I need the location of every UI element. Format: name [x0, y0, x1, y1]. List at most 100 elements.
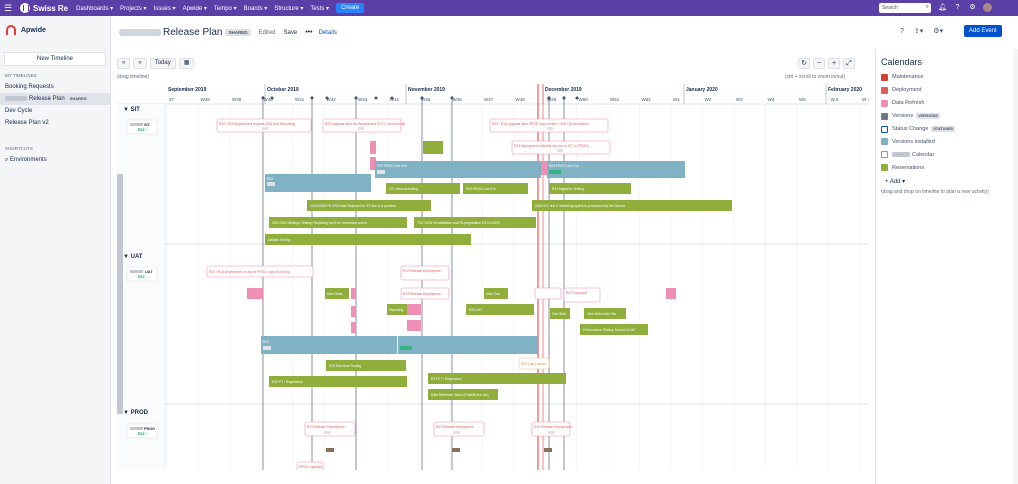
timeline-svg[interactable]: September 2019 October 2019 November 201… [117, 84, 869, 470]
timeline-grid[interactable]: September 2019 October 2019 November 201… [117, 84, 869, 470]
env-card-prod[interactable]: PROD R22 [126, 423, 158, 439]
reservation-event[interactable] [387, 304, 407, 315]
version-installed-event[interactable] [261, 336, 397, 354]
deployment-event[interactable] [216, 118, 312, 133]
data-refresh-event[interactable] [351, 288, 356, 299]
data-refresh-event[interactable] [540, 161, 548, 175]
data-refresh-event[interactable] [407, 304, 421, 315]
previous-button[interactable]: « [117, 58, 131, 69]
version-installed-event[interactable] [375, 161, 541, 178]
calendar-redacted[interactable]: Calendar [881, 148, 1013, 161]
deployment-event[interactable] [531, 421, 571, 437]
nav-tempo[interactable]: Tempo ▾ [213, 5, 237, 12]
deployment-event[interactable] [322, 118, 402, 133]
reservation-event[interactable] [269, 217, 407, 228]
reservation-event[interactable] [584, 308, 626, 319]
env-card-sit[interactable]: SIT R22 [126, 119, 158, 135]
data-refresh-event[interactable] [351, 322, 356, 333]
deployment-event[interactable] [433, 421, 485, 437]
version-marker-dot[interactable] [354, 96, 358, 100]
version-marker-dot[interactable] [261, 96, 265, 100]
reservation-event[interactable] [428, 373, 566, 384]
data-refresh-event[interactable] [370, 141, 376, 154]
reservation-event[interactable] [325, 288, 349, 299]
save-button[interactable]: Save [283, 29, 298, 36]
notifications-icon[interactable]: 🔔︎ [938, 4, 947, 11]
reservation-event[interactable] [466, 304, 534, 315]
reservation-event[interactable] [549, 183, 631, 194]
version-marker-dot[interactable] [450, 96, 454, 100]
reservation-event[interactable] [423, 141, 443, 154]
avatar[interactable] [983, 3, 992, 12]
reservation-event[interactable] [532, 200, 732, 211]
version-marker-dot[interactable] [270, 96, 274, 100]
search-input[interactable]: Search ⌕ [879, 3, 931, 13]
sidebar-item-dev-cycle[interactable]: Dev Cycle [0, 105, 110, 117]
new-timeline-button[interactable]: New Timeline [4, 52, 106, 66]
reservation-event[interactable] [463, 183, 528, 194]
reservation-event[interactable] [269, 376, 407, 387]
zoom-in-button[interactable]: + [828, 58, 840, 69]
today-button[interactable]: Today [149, 58, 176, 69]
deployment-event[interactable] [400, 265, 450, 281]
calendar-versions-installed[interactable]: Versions installed [881, 135, 1013, 148]
help-icon[interactable]: ? [900, 27, 904, 35]
version-marker-dot[interactable] [310, 96, 314, 100]
calendar-data-refresh[interactable]: Data Refresh [881, 97, 1013, 110]
nav-tests[interactable]: Tests ▾ [310, 5, 330, 12]
version-installed-event[interactable] [265, 174, 371, 192]
deployment-event[interactable] [534, 287, 562, 300]
deployment-event[interactable] [511, 140, 611, 155]
deployment-event[interactable] [296, 461, 324, 470]
sidebar-item-environments[interactable]: ⌕ Environments [0, 154, 110, 167]
reservation-event[interactable] [428, 389, 498, 400]
deployment-event[interactable] [304, 421, 356, 437]
nav-dashboards[interactable]: Dashboards ▾ [76, 5, 114, 12]
calendar-reservations[interactable]: Reservations [881, 161, 1013, 174]
fullscreen-icon[interactable]: ⤢ [843, 58, 855, 69]
reservation-event[interactable] [307, 200, 431, 211]
nav-boards[interactable]: Boards ▾ [243, 5, 268, 12]
nav-structure[interactable]: Structure ▾ [274, 5, 304, 12]
lane-title-uat[interactable]: ▼ UAT [123, 254, 143, 260]
settings-icon[interactable]: ⚙ [969, 4, 976, 11]
version-installed-event[interactable] [547, 161, 685, 178]
reservation-event[interactable] [326, 360, 406, 371]
data-refresh-event[interactable] [370, 157, 376, 170]
version-marker-dot[interactable] [390, 96, 394, 100]
nav-issues[interactable]: Issues ▾ [153, 5, 176, 12]
more-actions-button[interactable]: ••• [305, 29, 313, 36]
reservation-event[interactable] [414, 217, 536, 228]
deployment-event[interactable] [400, 287, 450, 300]
add-calendar-button[interactable]: + Add ▾ [885, 179, 906, 186]
calendar-maintenance[interactable]: Maintenance [881, 71, 1013, 84]
scrollbar[interactable] [1013, 49, 1018, 484]
create-button[interactable]: Create [336, 3, 365, 13]
reservation-event[interactable] [484, 288, 508, 299]
sidebar-item-booking-requests[interactable]: Booking Requests [0, 81, 110, 93]
add-event-button[interactable]: Add Event [964, 25, 1002, 37]
settings-icon[interactable]: ⚙▾ [933, 28, 944, 35]
next-button[interactable]: » [133, 58, 147, 69]
app-switcher-icon[interactable]: ☰ [4, 3, 13, 13]
data-refresh-event[interactable] [351, 306, 356, 317]
refresh-icon[interactable]: ↻ [798, 58, 810, 69]
version-marker-dot[interactable] [547, 96, 551, 100]
sidebar-item-release-plan-v2[interactable]: Release Plan v2 [0, 117, 110, 129]
env-card-uat[interactable]: UAT R22 [126, 266, 158, 282]
share-icon[interactable]: ⇪▾ [913, 28, 924, 35]
status-event[interactable] [518, 357, 550, 370]
reservation-event[interactable] [386, 183, 460, 194]
deployment-event[interactable] [489, 118, 609, 133]
deployment-event[interactable] [563, 287, 601, 303]
details-link[interactable]: Details [318, 29, 337, 36]
nav-projects[interactable]: Projects ▾ [120, 5, 147, 12]
calendar-picker-icon[interactable]: ▦ [178, 58, 195, 69]
deployment-event[interactable] [206, 265, 314, 278]
version-installed-event[interactable] [398, 336, 538, 354]
lane-title-prod[interactable]: ▼ PROD [123, 410, 149, 416]
calendar-deployment[interactable]: Deployment [881, 84, 1013, 97]
